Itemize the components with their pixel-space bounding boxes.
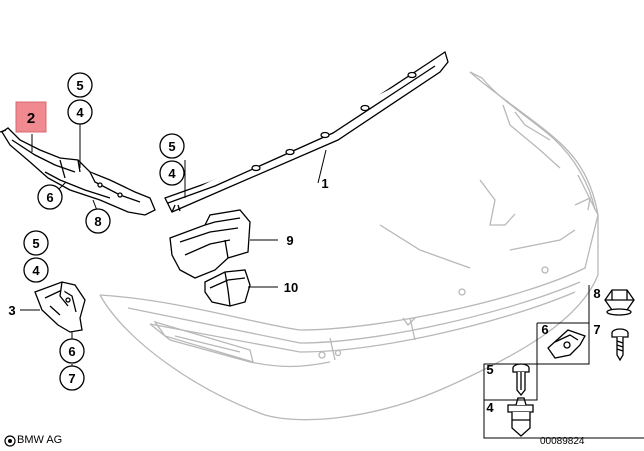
callout-4a[interactable]: 4 bbox=[67, 99, 93, 125]
callout-9[interactable]: 9 bbox=[286, 233, 293, 248]
callout-5a-label: 5 bbox=[76, 78, 83, 93]
key-4[interactable]: 4 bbox=[486, 400, 494, 415]
bmw-logo-icon bbox=[4, 435, 16, 447]
callout-4a-label: 4 bbox=[76, 105, 84, 120]
callout-8[interactable]: 8 bbox=[85, 208, 111, 234]
callout-2[interactable]: 2 bbox=[15, 101, 47, 133]
callout-4c[interactable]: 4 bbox=[23, 257, 49, 283]
key-8[interactable]: 8 bbox=[593, 286, 600, 301]
drawing-number: 00089824 bbox=[540, 436, 585, 447]
callout-10[interactable]: 10 bbox=[284, 280, 298, 295]
guide-part-10 bbox=[204, 269, 251, 307]
callout-7c-label: 7 bbox=[68, 371, 75, 386]
callout-3[interactable]: 3 bbox=[8, 303, 15, 318]
callout-5c[interactable]: 5 bbox=[23, 230, 49, 256]
callout-4b-label: 4 bbox=[168, 166, 176, 181]
copyright-brand: BMW AG bbox=[17, 434, 63, 446]
callout-2-label: 2 bbox=[27, 110, 35, 127]
callout-4c-label: 4 bbox=[32, 263, 40, 278]
bumper-bracket-left bbox=[0, 127, 156, 216]
callout-5a[interactable]: 5 bbox=[67, 72, 93, 98]
bumper-carrier-rail bbox=[164, 50, 449, 213]
callout-1[interactable]: 1 bbox=[321, 176, 328, 191]
hex-nut bbox=[604, 289, 635, 316]
key-5[interactable]: 5 bbox=[486, 362, 493, 377]
key-6[interactable]: 6 bbox=[541, 322, 548, 337]
clip-fastener bbox=[507, 397, 534, 437]
callout-6c-label: 6 bbox=[68, 344, 75, 359]
rear-bumper bbox=[99, 71, 599, 421]
guide-part-9 bbox=[169, 209, 251, 279]
callout-5b[interactable]: 5 bbox=[159, 133, 185, 159]
callout-6a[interactable]: 6 bbox=[37, 184, 63, 210]
parts-key: 8 6 7 5 4 bbox=[483, 285, 644, 439]
callout-6c[interactable]: 6 bbox=[59, 338, 85, 364]
callout-4b[interactable]: 4 bbox=[159, 160, 185, 186]
corner-bracket bbox=[34, 281, 86, 333]
callout-7c[interactable]: 7 bbox=[59, 365, 85, 391]
expanding-rivet bbox=[512, 363, 530, 397]
callout-5c-label: 5 bbox=[32, 236, 39, 251]
callout-8-label: 8 bbox=[94, 214, 101, 229]
key-7[interactable]: 7 bbox=[593, 322, 600, 337]
screw bbox=[611, 328, 629, 362]
clip-nut bbox=[547, 329, 586, 359]
callout-6a-label: 6 bbox=[46, 190, 53, 205]
callout-5b-label: 5 bbox=[168, 139, 175, 154]
